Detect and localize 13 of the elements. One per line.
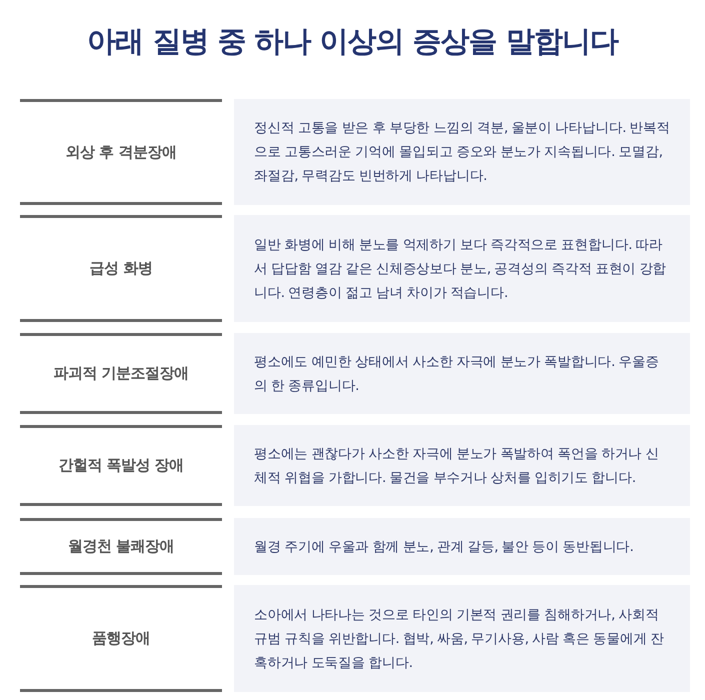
description-cell: 정신적 고통을 받은 후 부당한 느낌의 격분, 울분이 나타납니다. 반복적으로 고통스러운 기억에 몰입되고 증오와 분노가 지속됩니다. 모멸감, 좌절감, 무력감도 빈번하게 나타납니다. <box>234 99 690 205</box>
description-cell: 월경 주기에 우울과 함께 분노, 관계 갈등, 불안 등이 동반됩니다. <box>234 518 690 575</box>
description-cell: 일반 화병에 비해 분노를 억제하기 보다 즉각적으로 표현합니다. 따라서 답답함 열감 같은 신체증상보다 분노, 공격성의 즉각적 표현이 강합니다. 연령층이 젊고 남녀 차이가 적습니다. <box>234 215 690 322</box>
title: 아래 질병 중 하나 이상의 증상을 말합니다 <box>86 23 620 60</box>
description-cell: 평소에는 괜찮다가 사소한 자극에 분노가 폭발하여 폭언을 하거나 신체적 위협을 가합니다. 물건을 부수거나 상처를 입히기도 합니다. <box>234 425 690 506</box>
row-header-cell: 월경천 불쾌장애 <box>20 518 222 575</box>
row-header-cell: 파괴적 기분조절장애 <box>20 333 222 414</box>
description-cell: 소아에서 나타나는 것으로 타인의 기본적 권리를 침해하거나, 사회적 규범 규칙을 위반합니다. 협박, 싸움, 무기사용, 사람 혹은 동물에게 잔혹하거나 도둑질을 합니다. <box>234 585 690 692</box>
row-header-cell: 품행장애 <box>20 585 222 692</box>
description-cell: 평소에도 예민한 상태에서 사소한 자극에 분노가 폭발합니다. 우울증의 한 종류입니다. <box>234 333 690 414</box>
row-header-cell: 외상 후 격분장애 <box>20 99 222 205</box>
row-header-cell: 간헐적 폭발성 장애 <box>20 425 222 506</box>
row-header-cell: 급성 화병 <box>20 215 222 322</box>
